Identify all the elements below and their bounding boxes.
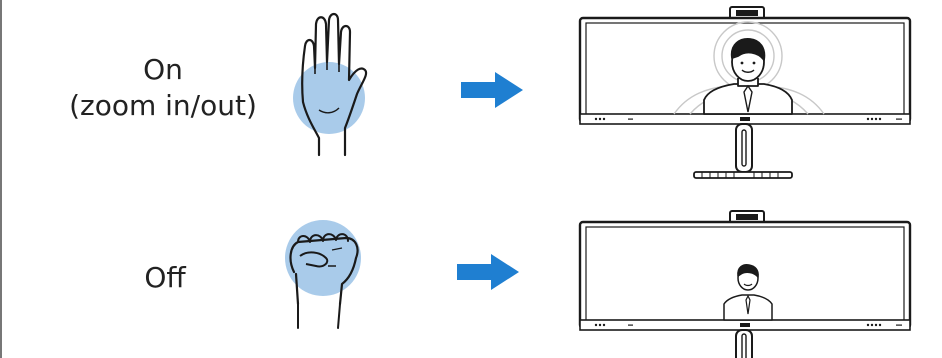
on-label: On (zoom in/out) [48,52,278,124]
on-state-text: On [143,53,183,86]
off-label: Off [144,261,186,294]
closed-fist-icon [285,220,361,329]
right-arrow-icon [461,72,523,108]
left-divider [0,0,2,358]
open-palm-icon [293,12,368,157]
right-arrow-icon-2 [457,254,519,290]
monitor-zoomed-person-icon [578,6,912,179]
on-detail-text: (zoom in/out) [69,89,257,122]
monitor-small-person-icon [578,210,912,358]
